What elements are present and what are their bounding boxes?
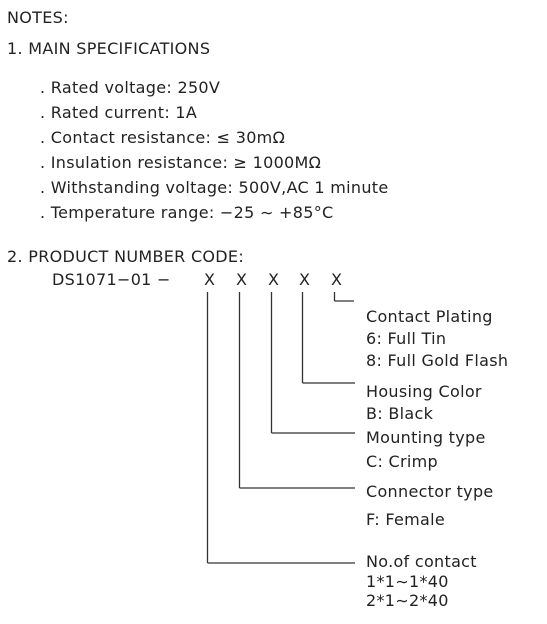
callout-contact-plating-option: 8: Full Gold Flash — [366, 351, 509, 370]
callout-housing-color-title: Housing Color — [366, 382, 482, 401]
callout-contact-count-title: No.of contact — [366, 552, 477, 571]
product-code-heading: 2. PRODUCT NUMBER CODE: — [7, 247, 245, 266]
callout-connector-type-option: F: Female — [366, 510, 445, 529]
code-placeholder-housing-color: X — [299, 270, 311, 289]
notes-heading: NOTES: — [7, 8, 69, 27]
callout-contact-plating-title: Contact Plating — [366, 307, 493, 326]
callout-contact-plating-option: 6: Full Tin — [366, 329, 447, 348]
spec-contact-resistance: . Contact resistance: ≤ 30mΩ — [40, 128, 286, 147]
spec-rated-voltage: . Rated voltage: 250V — [40, 78, 221, 97]
callout-connector-type-title: Connector type — [366, 482, 494, 501]
spec-temperature-range: . Temperature range: −25 ∼ +85°C — [40, 203, 334, 222]
code-placeholder-connector-type: X — [236, 270, 248, 289]
product-code-prefix: DS1071−01 − — [52, 270, 171, 289]
callout-mounting-type-option: C: Crimp — [366, 452, 438, 471]
callout-contact-count-option: 1*1∼1*40 — [366, 572, 449, 591]
callout-mounting-type-title: Mounting type — [366, 428, 486, 447]
callout-contact-count-option: 2*1∼2*40 — [366, 591, 449, 610]
specifications-heading: 1. MAIN SPECIFICATIONS — [7, 39, 211, 58]
code-placeholder-contact-plating: X — [331, 270, 343, 289]
code-placeholder-contact-count: X — [204, 270, 216, 289]
spec-rated-current: . Rated current: 1A — [40, 103, 198, 122]
spec-withstanding-voltage: . Withstanding voltage: 500V,AC 1 minute — [40, 178, 389, 197]
code-placeholder-mounting-type: X — [268, 270, 280, 289]
spec-insulation-resistance: . Insulation resistance: ≥ 1000MΩ — [40, 153, 322, 172]
callout-housing-color-option: B: Black — [366, 404, 434, 423]
